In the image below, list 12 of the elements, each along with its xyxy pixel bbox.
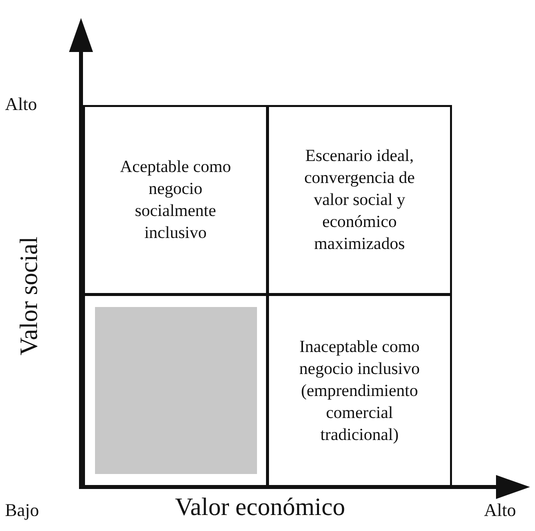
quadrant-text: Escenario ideal, convergencia de valor social y económico maximizados	[303, 145, 416, 255]
quadrant-cell	[267, 105, 452, 295]
quadrant-cell	[83, 105, 268, 295]
quadrant-cell	[267, 294, 452, 487]
axis-title: Valor económico	[175, 494, 346, 522]
quadrant-text: Aceptable como negocio socialmente inclusivo	[120, 156, 232, 244]
quadrant-text: Inaceptable como negocio inclusivo (emprendimiento comercial tradicional)	[298, 336, 421, 446]
axis-level-label: Alto	[484, 500, 516, 521]
shaded-square	[94, 307, 256, 474]
axis-level-label: Alto	[5, 94, 38, 115]
axis-title: Valor social	[16, 236, 44, 358]
axis-level-label: Bajo	[5, 500, 39, 521]
